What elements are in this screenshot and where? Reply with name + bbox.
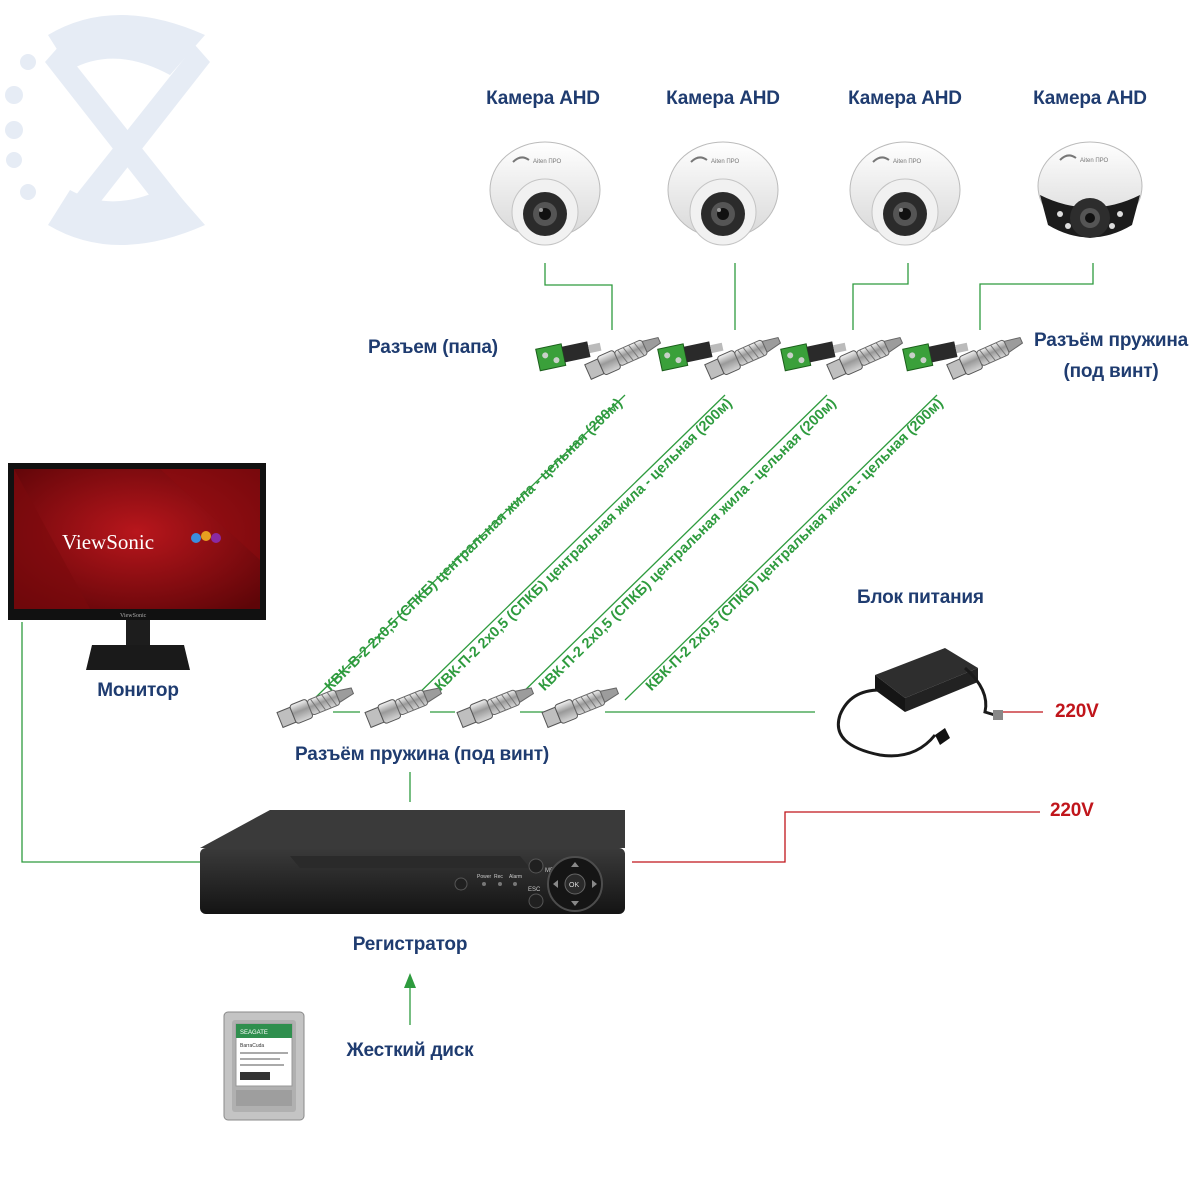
power-supply-label: Блок питания: [857, 587, 984, 608]
watermark-logo-icon: [5, 15, 210, 245]
spring-connector-right-label-line2: (под винт): [1063, 361, 1159, 382]
svg-text:Aiten ПРО: Aiten ПРО: [893, 159, 922, 165]
svg-text:SEAGATE: SEAGATE: [240, 1030, 268, 1036]
top-connectors: [535, 330, 1026, 382]
camera-icons: Aiten ПРО Aiten ПРО Aiten ПРО: [489, 141, 1143, 246]
plug-male-label: Разъем (папа): [368, 337, 498, 358]
camera-3-label: Камера AHD: [848, 88, 962, 109]
hdd-label: Жесткий диск: [346, 1040, 474, 1061]
mains-wires: [632, 711, 1043, 863]
svg-text:OK: OK: [569, 882, 579, 889]
camera-1-icon: Aiten ПРО: [489, 141, 601, 246]
camera-1-label: Камера AHD: [486, 88, 600, 109]
svg-text:Aiten ПРО: Aiten ПРО: [533, 159, 562, 165]
voltage-dvr-label: 220V: [1050, 800, 1094, 821]
camera-2-icon: Aiten ПРО: [667, 141, 779, 246]
camera-leads: [544, 263, 1094, 330]
camera-4-label: Камера AHD: [1033, 88, 1147, 109]
hdd-icon: SEAGATE BarraCuda: [223, 1011, 305, 1121]
spring-connector-bottom-label: Разъём пружина (под винт): [294, 744, 550, 765]
monitor-icon: ViewSonic ViewSonic: [8, 463, 266, 670]
svg-text:Rec: Rec: [494, 874, 503, 880]
svg-text:Aiten ПРО: Aiten ПРО: [711, 159, 740, 165]
camera-4-icon: Aiten ПРО: [1037, 141, 1143, 238]
coax-cables: [312, 394, 938, 701]
monitor-label: Монитор: [97, 680, 179, 701]
svg-text:Alarm: Alarm: [509, 874, 522, 880]
camera-2-label: Камера AHD: [666, 88, 780, 109]
svg-text:ViewSonic: ViewSonic: [120, 613, 147, 619]
recorder-label: Регистратор: [352, 934, 468, 955]
camera-3-icon: Aiten ПРО: [849, 141, 961, 246]
svg-text:Aiten ПРО: Aiten ПРО: [1080, 158, 1109, 164]
voltage-psu-label: 220V: [1055, 701, 1099, 722]
svg-text:ViewSonic: ViewSonic: [62, 530, 154, 554]
spring-connector-right-label-line1: Разъём пружина: [1034, 330, 1188, 351]
hdd-arrow-icon: [404, 973, 416, 1025]
svg-text:ESC: ESC: [528, 887, 541, 893]
dvr-recorder-icon: Power Rec Alarm MENU ESC OK: [200, 810, 625, 914]
power-supply-icon: [837, 648, 1003, 758]
svg-text:Power: Power: [477, 874, 492, 880]
svg-text:BarraCuda: BarraCuda: [240, 1043, 264, 1049]
power-rail: [21, 622, 815, 863]
